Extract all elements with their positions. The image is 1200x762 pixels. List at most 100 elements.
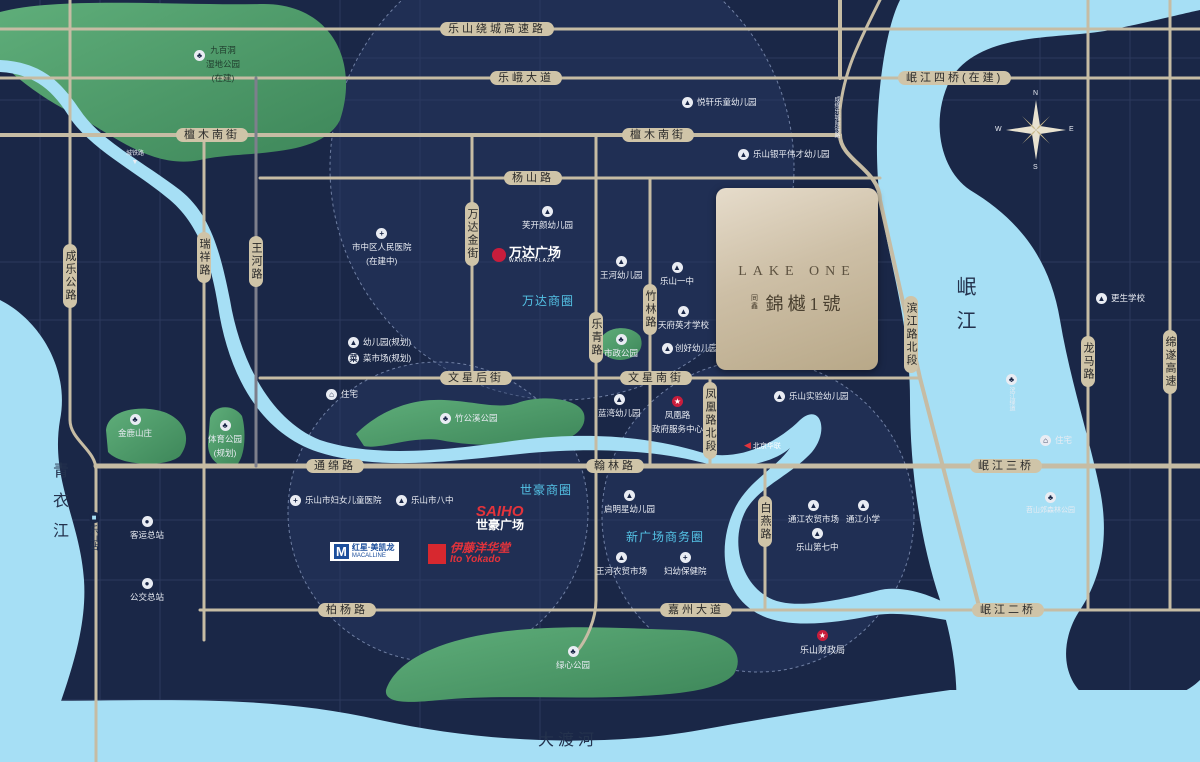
label-ring-highway: 乐山绕城高速路: [440, 22, 554, 36]
park-icon: ♣: [194, 50, 205, 61]
poi-lanwan-kindergarten: ▲蓝湾幼儿园: [598, 394, 641, 418]
label-fenghuang-north: 凤凰路北段: [703, 382, 717, 459]
park-icon: ♣: [440, 412, 451, 424]
poi-chuanghao-kindergarten: ▲创好幼儿园: [662, 342, 718, 354]
road-minjiang-4th: [838, 0, 882, 137]
graduation-cap-icon: ▲: [678, 306, 689, 317]
graduation-cap-icon: ▲: [857, 500, 869, 511]
tiyu-park: [208, 407, 245, 467]
poi-residence-left: ⌂住宅: [326, 388, 358, 400]
government-star-icon: ★: [817, 630, 828, 641]
label-wanda-jin-street: 万达金街: [465, 202, 479, 266]
project-developer: 同鑫: [751, 295, 758, 310]
market-icon: ▲: [616, 552, 627, 563]
jiubai-dong-park: [0, 2, 347, 162]
label-chengle-highway: 成乐公路: [63, 244, 77, 308]
poi-gengsheng-school: ▲更生学校: [1096, 292, 1146, 304]
poi-tianfu-school: ▲天府英才学校: [658, 306, 710, 330]
label-tanmu-south-east: 檀木南街: [622, 128, 694, 142]
label-baiyang-road: 柏杨路: [318, 603, 376, 617]
compass-n: N: [1033, 90, 1039, 97]
poi-yuexuan-kindergarten: ▲悦轩乐童幼儿园: [682, 96, 757, 108]
graduation-cap-icon: ▲: [615, 256, 627, 267]
compass-rose: [1006, 100, 1066, 160]
zone-xinguangchang: 新广场商务圈: [626, 530, 705, 544]
label-le-e-avenue: 乐峨大道: [490, 71, 562, 85]
parks: [0, 2, 1082, 702]
project-cn-name: 錦樾1號: [765, 294, 845, 314]
label-qingyijiang: 青衣江: [50, 462, 67, 552]
park-icon: ♣: [1006, 374, 1017, 385]
brand-saiho: SAIHO 世豪广场: [476, 503, 525, 532]
hualian-logo-icon: ◀: [744, 440, 751, 450]
label-minjiang: 岷江: [953, 276, 975, 344]
jinlu-park: [106, 408, 187, 464]
label-baiyan-road: 白燕路: [758, 496, 772, 547]
road-leqing: [576, 133, 598, 652]
graduation-cap-icon: ▲: [774, 390, 785, 402]
poi-taoshan-park: ♣苕山郊森林公园: [1026, 492, 1075, 514]
qingyijiang-river: [0, 300, 85, 762]
label-tongmian-road: 通绵路: [306, 459, 364, 473]
poi-zhugongxi-park: ♣竹公溪公园: [440, 412, 498, 424]
poi-furong-kindergarten: ▲芙开颜幼儿园: [522, 206, 574, 230]
poi-gongjiao-station: ●公交总站: [130, 578, 165, 602]
poi-residence-right: ⌂住宅: [1040, 434, 1072, 446]
park-icon: ♣: [615, 334, 627, 345]
label-wanghe-road: 王河路: [249, 236, 263, 287]
poi-no7-middle: ▲乐山第七中: [796, 528, 839, 552]
poi-tongjiang-primary: ▲通江小学: [846, 500, 881, 524]
ito-yokado-dove-icon: [428, 543, 446, 564]
label-wenxing-back-street: 文星后街: [440, 371, 512, 385]
poi-jinlu-shanzhuang: ♣金鹿山庄: [118, 414, 153, 438]
zone-shihao: 世豪商圈: [520, 483, 573, 497]
poi-maternal-hospital: +妇幼保健院: [664, 552, 707, 576]
market-icon: 菜: [348, 352, 359, 364]
poi-shizheng-park: ♣市政公园: [604, 334, 639, 358]
label-daduhe: 大渡河: [538, 732, 599, 749]
poi-lvxin-park: ♣绿心公园: [556, 646, 591, 670]
park-icon: ♣: [129, 414, 141, 425]
poi-yinhai-kindergarten: ▲乐山银平伟才幼儿园: [738, 148, 830, 160]
poi-shiyan-kindergarten: ▲乐山实验幼儿园: [774, 390, 849, 402]
poi-jiubai-dong-marker: ♣: [194, 50, 205, 61]
poi-wanghe-kindergarten: ▲王河幼儿园: [600, 256, 643, 280]
hospital-cross-icon: +: [290, 494, 301, 506]
park-icon: ♣: [1045, 492, 1056, 503]
graduation-cap-icon: ▲: [662, 342, 673, 354]
project-en-name: LAKE ONE: [738, 264, 856, 279]
graduation-cap-icon: ▲: [738, 148, 749, 160]
brand-beijing-hualian: ◀北京华联: [744, 440, 781, 450]
wanda-zone-circle: [329, 0, 795, 401]
graduation-cap-icon: ▲: [682, 96, 693, 108]
zhugongxi-park: [356, 398, 585, 447]
rail-line-label: 成绵乐城际铁路: [833, 96, 839, 138]
bus-station-icon: ●: [141, 516, 153, 527]
graduation-cap-icon: ▲: [396, 494, 407, 506]
poi-fenghuang-gov: ★凤凰路政府服务中心: [652, 396, 704, 434]
poi-kindergarten-plan: ▲幼儿园(规划): [348, 336, 412, 348]
label-hanlin-road: 翰林路: [586, 459, 644, 473]
road-chengle: [68, 0, 98, 762]
poi-hospital: +市中区人民医院(在建中): [352, 228, 412, 266]
label-minjiang-3rd-bridge: 岷江三桥: [970, 459, 1042, 473]
park-icon: ♣: [219, 420, 231, 431]
minjiang-river: [876, 0, 1200, 762]
train-station-icon: ■: [88, 512, 100, 523]
graduation-cap-icon: ▲: [811, 528, 823, 539]
poi-leshan-station: ■乐山站: [88, 512, 100, 551]
graduation-cap-icon: ▲: [1096, 292, 1107, 304]
home-icon: ⌂: [1040, 434, 1051, 446]
graduation-cap-icon: ▲: [671, 262, 683, 273]
graduation-cap-icon: ▲: [624, 490, 635, 501]
lvxin-park: [385, 627, 738, 702]
poi-market-plan: 菜菜市场(规划): [348, 352, 412, 364]
daduhe-river: [0, 690, 1200, 762]
label-binjiang-north: 滨江路北段: [904, 296, 918, 373]
project-lake-one[interactable]: LAKE ONE 同鑫 錦樾1號: [716, 188, 878, 370]
poi-tiyu-park: ♣体育公园(规划): [208, 420, 243, 458]
compass-e: E: [1069, 126, 1074, 133]
